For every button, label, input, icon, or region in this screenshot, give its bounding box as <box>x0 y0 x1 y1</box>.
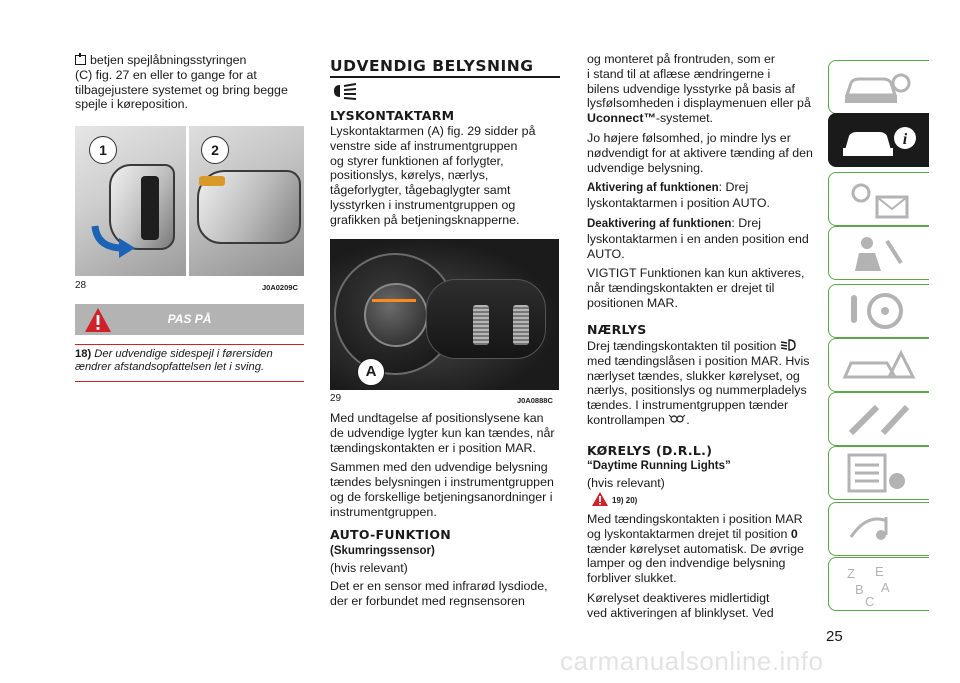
subheading-auto: AUTO-FUNKTION <box>330 527 452 542</box>
warning-triangle-icon <box>85 308 111 332</box>
steering-wheel-icon <box>851 293 903 329</box>
airbag-seat-icon <box>855 237 903 271</box>
auto-paragraph: (hvis relevant) Det er en sensor med inf… <box>330 561 548 608</box>
tab-technical-data[interactable] <box>828 446 929 500</box>
tab-multimedia[interactable] <box>828 502 929 556</box>
note-number: 18) <box>75 348 92 360</box>
drl-paragraph: Med tændingskontakten i position MAR og … <box>587 512 804 586</box>
mirror-photo-1 <box>75 126 186 276</box>
tab-emergency[interactable] <box>828 338 929 392</box>
maintenance-tools-icon <box>848 404 910 436</box>
warning-header: PAS PÅ <box>75 304 304 335</box>
position-lights-icon <box>668 414 686 423</box>
note-references: 19) 20) <box>612 496 638 505</box>
svg-text:B: B <box>855 582 864 597</box>
subheading-naerlys: NÆRLYS <box>587 322 647 337</box>
warning-lights-icon <box>851 183 909 219</box>
tab-car-info[interactable]: i <box>828 113 929 167</box>
paragraph-mar: Med undtagelse af positionslysene kan de… <box>330 411 555 455</box>
bullet-square-icon <box>75 53 86 65</box>
drl-deactivation-paragraph: Kørelyset deaktiveres midlertidigt ved a… <box>587 590 774 620</box>
headlamp-symbol-icon <box>334 83 357 100</box>
activation-paragraph: Aktivering af funktionen: Drej lyskontak… <box>587 180 770 211</box>
technical-data-icon <box>847 453 905 493</box>
sensitivity-paragraph: Jo højere følsomhed, jo mindre lys er nø… <box>587 130 813 175</box>
watermark: carmanualsonline.info <box>560 646 824 676</box>
drl-subtitle: “Daytime Running Lights” <box>587 460 731 472</box>
tab-safety[interactable] <box>828 226 929 280</box>
warning-title: PAS PÅ <box>167 312 212 326</box>
naerlys-paragraph: Drej tændingskontakten til position med … <box>587 339 810 427</box>
figure-label-1: 1 <box>89 136 117 164</box>
tab-driving[interactable] <box>828 284 929 338</box>
column-3: og monteret på frontruden, som er i stan… <box>587 52 819 316</box>
figure-28: 1 2 <box>75 126 304 276</box>
figure-28-code: J0A0209C <box>262 283 298 292</box>
uconnect-paragraph: og monteret på frontruden, som er i stan… <box>587 52 811 126</box>
deactivation-paragraph: Deaktivering af funktionen: Drej lyskont… <box>587 215 809 261</box>
column-1: betjen spejlåbningsstyringen (C) fig. 27… <box>75 53 307 112</box>
figure-label-2: 2 <box>201 136 229 164</box>
auto-subtitle: (Skumringssensor) <box>330 545 435 557</box>
low-beam-icon <box>780 339 796 351</box>
page-number: 25 <box>826 628 843 645</box>
column-2-body: Med undtagelse af positionslysene kan de… <box>330 411 562 525</box>
svg-text:C: C <box>865 594 874 606</box>
figure-label-a: A <box>357 358 385 386</box>
figure-28-number: 28 <box>75 280 87 291</box>
alphabetical-index-icon: Z E B A C <box>847 564 890 606</box>
figure-29-code: J0A0888C <box>517 396 553 405</box>
section-heading: UDVENDIG BELYSNING <box>330 57 534 75</box>
tab-index[interactable]: Z E B A C <box>828 557 929 611</box>
tab-warning-lights[interactable] <box>828 172 929 226</box>
paragraph-instrument: Sammen med den udvendige belysning tænde… <box>330 460 554 519</box>
svg-text:Z: Z <box>847 566 855 581</box>
subheading-lyskontaktarm: LYSKONTAKTARM <box>330 108 455 123</box>
lyskontaktarm-paragraph: Lyskontaktarmen (A) fig. 29 sidder på ve… <box>330 124 536 227</box>
important-note: VIGTIGT Funktionen kan kun aktiveres, nå… <box>587 266 805 310</box>
figure-29-number: 29 <box>330 393 342 404</box>
car-dashboard-icon <box>844 73 911 103</box>
intro-paragraph: betjen spejlåbningsstyringen (C) fig. 27… <box>75 53 288 112</box>
warning-triangle-small-icon <box>592 492 608 506</box>
car-info-icon: i <box>843 127 916 156</box>
emergency-car-icon <box>842 349 916 379</box>
svg-text:i: i <box>903 131 908 148</box>
subheading-drl: KØRELYS (D.R.L.) <box>587 443 713 458</box>
drl-body: Med tændingskontakten i position MAR og … <box>587 512 819 626</box>
tab-dashboard[interactable] <box>828 60 929 114</box>
warning-body: 18) Der udvendige sidespejl i førersiden… <box>75 344 304 382</box>
heading-underline <box>330 76 560 78</box>
drl-relevant: (hvis relevant) <box>587 476 665 490</box>
rotate-arrow-icon <box>91 225 135 258</box>
tab-maintenance[interactable] <box>828 392 929 446</box>
svg-text:A: A <box>881 580 890 595</box>
svg-text:E: E <box>875 564 884 579</box>
multimedia-icon <box>849 517 888 540</box>
figure-29: A <box>330 239 559 390</box>
